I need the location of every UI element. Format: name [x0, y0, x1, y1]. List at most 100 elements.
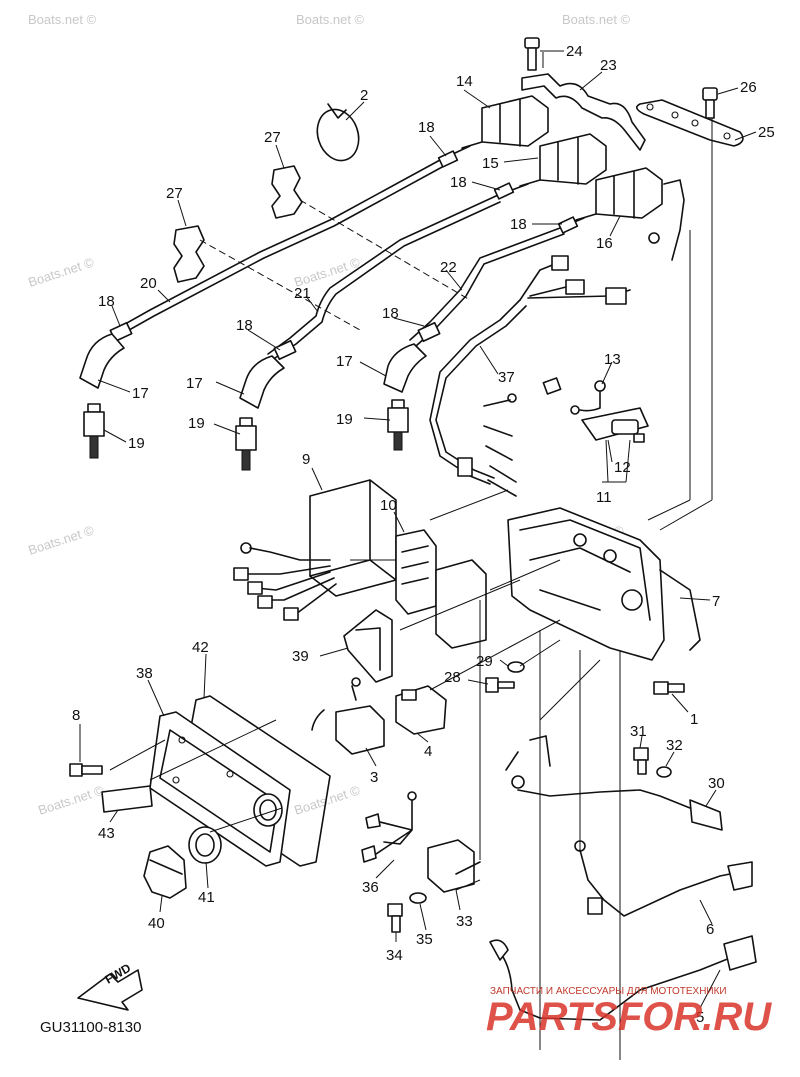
callout-6: 6	[706, 921, 714, 938]
ignition-coil-14	[439, 95, 549, 161]
callout-13: 13	[604, 351, 621, 368]
wire-harness-37	[429, 255, 631, 497]
bolt-8	[69, 763, 103, 777]
bolt-1	[653, 681, 685, 695]
callout-18: 18	[98, 293, 115, 310]
electrical-box-7	[507, 507, 701, 661]
callout-7: 7	[712, 593, 720, 610]
cap-40	[143, 845, 187, 899]
watermark: Boats.net ©	[562, 12, 631, 27]
ignition-coil-16	[559, 167, 685, 261]
callout-labels: 24 23 26 25 2 14 18 27 1 5 18 27 18 16 22…	[72, 43, 775, 1026]
callout-23: 23	[600, 57, 617, 74]
sensor-30	[505, 735, 723, 831]
callout-33: 33	[456, 913, 473, 930]
callout-14: 14	[456, 73, 473, 90]
callout-31: 31	[630, 723, 647, 740]
callout-28: 28	[444, 669, 461, 686]
wire-36	[361, 791, 417, 863]
watermark: Boats.net ©	[28, 12, 97, 27]
brand-logo: PARTSFOR.RU	[486, 995, 772, 1039]
callout-18: 18	[450, 174, 467, 191]
callout-1: 1	[690, 711, 698, 728]
switch-4	[395, 685, 447, 735]
watermark: Boats.net ©	[292, 782, 362, 817]
bolt-34	[387, 903, 403, 933]
spark-plug-19	[235, 417, 257, 471]
callout-32: 32	[666, 737, 683, 754]
fwd-arrow-icon: FWD	[77, 961, 143, 1011]
bracket-23	[521, 73, 646, 151]
callout-17: 17	[132, 385, 149, 402]
bolt-28	[485, 677, 515, 693]
watermark: Boats.net ©	[26, 522, 96, 557]
callout-27: 27	[166, 185, 183, 202]
callout-5: 5	[696, 1009, 704, 1026]
bracket-39	[343, 609, 393, 683]
callout-19: 19	[188, 415, 205, 432]
washer-35	[409, 892, 427, 904]
high-tension-cord-20	[117, 159, 445, 335]
callout-34: 34	[386, 947, 403, 964]
callout-10: 10	[380, 497, 397, 514]
callout-36: 36	[362, 879, 379, 896]
callout-3: 3	[370, 769, 378, 786]
dashed-guides	[199, 199, 471, 331]
callout-26: 26	[740, 79, 757, 96]
spark-plug-cap-17	[383, 343, 427, 393]
spark-plug-cap-17	[79, 333, 125, 389]
plate-25	[636, 99, 744, 147]
clip-27	[173, 225, 205, 283]
watermark: Boats.net ©	[296, 12, 365, 27]
label-43	[101, 785, 153, 813]
diagram-code: GU31100-8130	[40, 1019, 141, 1036]
callout-40: 40	[148, 915, 165, 932]
callout-19: 19	[128, 435, 145, 452]
callout-21: 21	[294, 285, 311, 302]
watermark: Boats.net ©	[26, 254, 96, 289]
callout-leaders	[79, 50, 757, 1009]
callout-11: 11	[596, 489, 612, 506]
callout-2: 2	[360, 87, 368, 104]
rectifier-11	[581, 407, 649, 443]
clamp-2	[316, 103, 360, 162]
starter-relay-3	[311, 677, 385, 755]
seal-41	[188, 826, 222, 864]
callout-43: 43	[98, 825, 115, 842]
callout-22: 22	[440, 259, 457, 276]
leader-lines	[109, 52, 713, 1060]
cable-5	[489, 935, 757, 1021]
clip-27	[271, 165, 303, 219]
callout-39: 39	[292, 648, 309, 665]
brand-tagline: ЗАПЧАСТИ И АКСЕССУАРЫ ДЛЯ МОТОТЕХНИКИ	[490, 986, 727, 997]
relay-13	[542, 377, 606, 415]
callout-37: 37	[498, 369, 515, 386]
callout-27: 27	[264, 129, 281, 146]
callout-38: 38	[136, 665, 153, 682]
callout-17: 17	[186, 375, 203, 392]
spark-plug-cap-17	[239, 355, 285, 409]
callout-19: 19	[336, 411, 353, 428]
bracket-33	[427, 839, 481, 893]
callout-18: 18	[236, 317, 253, 334]
callout-8: 8	[72, 707, 80, 724]
bolt-26	[702, 87, 718, 119]
callout-18: 18	[382, 305, 399, 322]
bolt-24	[524, 37, 540, 71]
watermark: Boats.net ©	[36, 782, 106, 817]
callout-18: 18	[510, 216, 527, 233]
callout-30: 30	[708, 775, 725, 792]
washer-29	[507, 661, 525, 673]
cable-6	[574, 840, 753, 917]
callout-24: 24	[566, 43, 583, 60]
spark-plug-19	[387, 399, 409, 451]
callout-9: 9	[302, 451, 310, 468]
high-tension-cord-21	[267, 195, 501, 361]
callout-41: 41	[198, 889, 215, 906]
callout-25: 25	[758, 124, 775, 141]
callout-16: 16	[596, 235, 613, 252]
callout-12: 12	[614, 459, 631, 476]
bolt-31	[633, 747, 649, 775]
callout-20: 20	[140, 275, 157, 292]
